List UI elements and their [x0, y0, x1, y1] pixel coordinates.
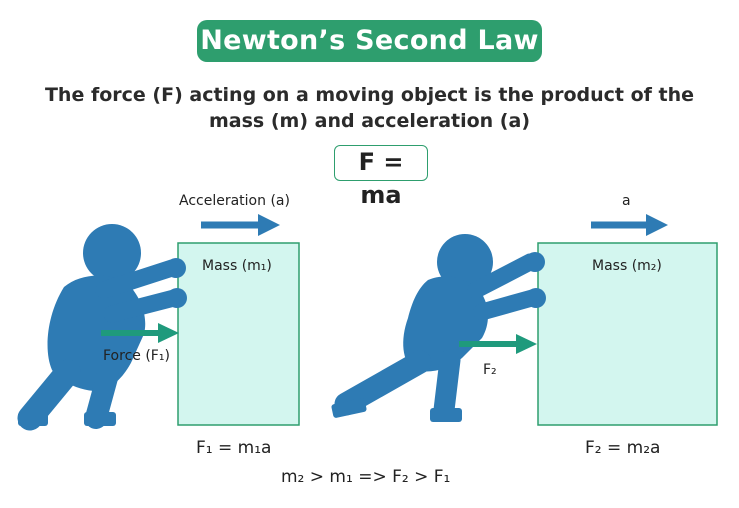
subtitle: The force (F) acting on a moving object …: [40, 82, 699, 134]
right-person-figure: [331, 234, 546, 422]
left-force-label: Force (F₁): [103, 348, 170, 364]
right-mass-block: [537, 242, 718, 426]
right-mass-label: Mass (m₂): [592, 258, 662, 274]
subtitle-line-1: The force (F) acting on a moving object …: [44, 84, 695, 106]
right-equation: F₂ = m₂a: [585, 438, 661, 458]
left-mass-label: Mass (m₁): [202, 258, 272, 274]
conclusion-text: m₂ > m₁ => F₂ > F₁: [281, 467, 451, 487]
formula-box: F = ma: [334, 145, 428, 209]
right-acceleration-label: a: [622, 193, 631, 209]
subtitle-line-2: mass (m) and acceleration (a): [209, 110, 530, 132]
left-mass-block: [177, 242, 300, 426]
left-person-figure: [17, 224, 187, 431]
right-force-label: F₂: [483, 362, 497, 378]
title-badge: Newton’s Second Law: [197, 20, 542, 62]
left-acceleration-arrow: [201, 214, 280, 236]
right-force-arrow: [459, 334, 537, 354]
left-equation: F₁ = m₁a: [196, 438, 272, 458]
left-acceleration-label: Acceleration (a): [179, 193, 290, 209]
left-force-arrow: [101, 323, 179, 343]
right-acceleration-arrow: [591, 214, 668, 236]
